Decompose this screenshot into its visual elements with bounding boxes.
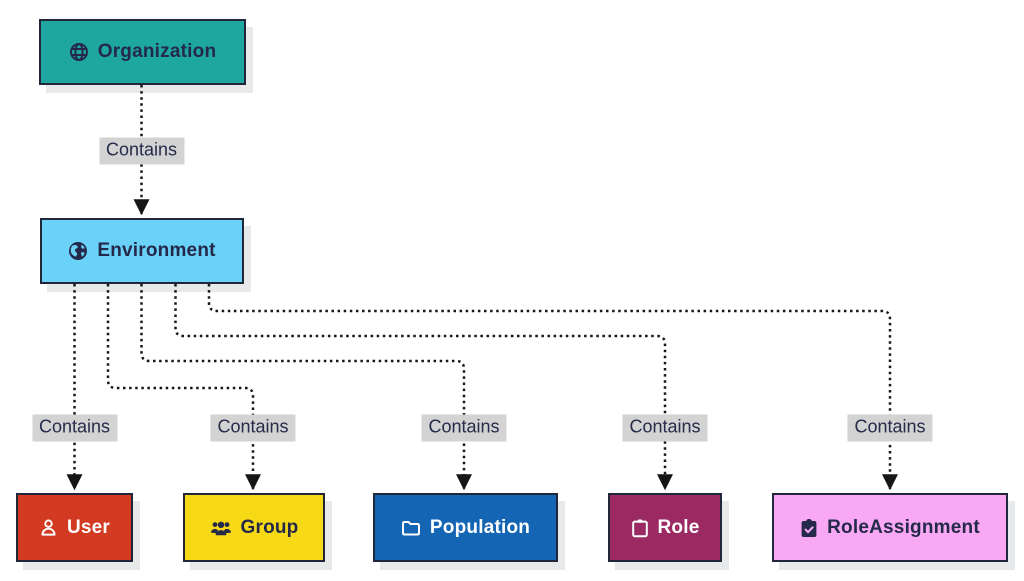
edge-environment-population bbox=[140, 284, 473, 491]
person-icon bbox=[39, 518, 58, 537]
node-label: User bbox=[66, 516, 111, 538]
clipboard-icon bbox=[631, 518, 649, 538]
edge-label-contains: Contains bbox=[421, 414, 507, 442]
node-label: RoleAssignment bbox=[827, 516, 980, 538]
people-icon bbox=[210, 518, 232, 538]
globe-icon bbox=[69, 42, 89, 62]
edge-environment-group bbox=[106, 284, 262, 491]
node-user: User bbox=[16, 493, 133, 562]
edge-label-contains: Contains bbox=[210, 414, 296, 442]
node-population: Population bbox=[373, 493, 558, 562]
node-environment: Environment bbox=[40, 218, 244, 284]
node-label: Group bbox=[240, 516, 299, 538]
edge-label-contains: Contains bbox=[847, 414, 933, 442]
node-label: Population bbox=[429, 516, 531, 538]
node-role: Role bbox=[608, 493, 722, 562]
edge-environment-roleassignment bbox=[207, 284, 899, 491]
node-label: Organization bbox=[97, 41, 217, 62]
folder-icon bbox=[401, 518, 421, 538]
edge-label-contains: Contains bbox=[98, 137, 185, 165]
node-roleassignment: RoleAssignment bbox=[772, 493, 1008, 562]
node-label: Environment bbox=[97, 240, 216, 261]
node-label: Role bbox=[657, 516, 700, 538]
clipboard-check-icon bbox=[800, 518, 818, 538]
node-organization: Organization bbox=[39, 19, 246, 85]
edge-environment-role bbox=[174, 284, 674, 491]
earth-icon bbox=[68, 241, 88, 261]
edge-label-contains: Contains bbox=[31, 414, 118, 442]
edge-label-contains: Contains bbox=[622, 414, 708, 442]
node-group: Group bbox=[183, 493, 325, 562]
